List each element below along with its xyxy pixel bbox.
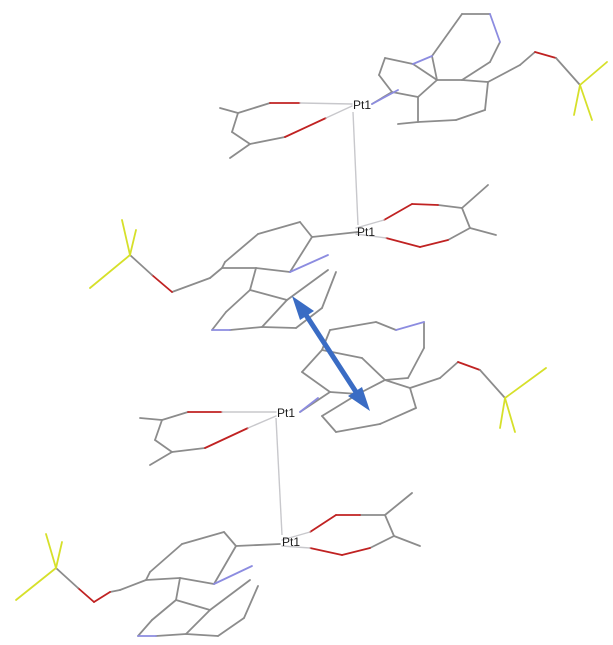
ether-chain-2 [89, 219, 173, 293]
acac-oxygens-2 [383, 203, 449, 248]
acac-ligand-2 [437, 184, 497, 241]
pt-o-bonds-1 [299, 102, 353, 119]
ppy-nitrogens-2 [211, 254, 329, 331]
molecule-3: Pt1 [139, 321, 547, 466]
ppy-ligand-4 [119, 531, 281, 637]
ether-chain-4 [15, 533, 121, 603]
ppy-nitrogens-3 [299, 321, 425, 413]
ppy-ligand-2 [171, 221, 359, 331]
pt-pt-contact-lower [275, 417, 283, 536]
acac-ligand-1 [219, 102, 286, 159]
acac-oxygens-4 [309, 514, 371, 556]
pt1-label-a: Pt1 [353, 98, 371, 112]
pt1-label-b: Pt1 [357, 225, 375, 239]
pt-o-bonds-4 [281, 531, 311, 549]
pt-pt-contacts [275, 111, 359, 536]
ppy-ligand-1 [371, 13, 521, 125]
acac-oxygens-1 [269, 102, 327, 138]
acac-ligand-3 [139, 411, 206, 466]
pt-pt-contact-upper [352, 111, 359, 226]
molecule-4: Pt1 [15, 492, 421, 637]
molecule-2: Pt1 [89, 184, 497, 331]
pt1-label-d: Pt1 [282, 535, 300, 549]
ppy-nitrogens-4 [137, 565, 253, 637]
acac-ligand-4 [359, 492, 421, 549]
pt1-label-c: Pt1 [277, 406, 295, 420]
acac-oxygens-3 [187, 411, 249, 449]
pt-o-bonds-3 [221, 411, 277, 429]
ppy-nitrogens-1 [371, 13, 501, 105]
ether-chain-3 [439, 361, 547, 433]
double-headed-arrow-icon [292, 296, 370, 411]
molecule-1: Pt1 [219, 13, 608, 159]
ether-chain-1 [519, 51, 608, 121]
pt-o-bonds-2 [355, 219, 387, 239]
